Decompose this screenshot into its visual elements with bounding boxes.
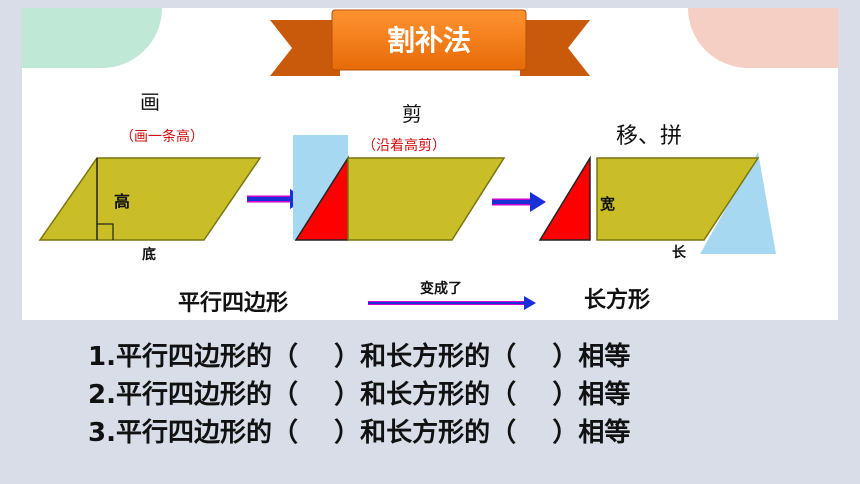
moved-triangle xyxy=(538,155,591,241)
arrow-2 xyxy=(492,192,546,212)
title-banner: 割补法 xyxy=(270,9,590,76)
step-move-title: 移、拼 xyxy=(616,124,683,149)
step-cut-title: 剪 xyxy=(402,102,422,126)
banner-ribbon-left xyxy=(270,20,340,76)
step-cut-note: （沿着高剪） xyxy=(362,138,446,154)
parallelogram-moved xyxy=(538,152,776,254)
question-3: 3.平行四边形的（ ）和长方形的（ ）相等 xyxy=(88,418,631,448)
moved-highlight xyxy=(700,152,776,254)
banner-ribbon-right xyxy=(520,20,590,76)
parallelogram-cut xyxy=(293,135,506,241)
banner-title: 割补法 xyxy=(387,24,471,57)
conversion-from: 平行四边形 xyxy=(178,290,289,316)
width-label: 宽 xyxy=(600,195,616,213)
height-label: 高 xyxy=(114,192,131,211)
base-label: 底 xyxy=(142,247,156,263)
conversion-to: 长方形 xyxy=(584,287,651,313)
step-draw-note: （画一条高） xyxy=(120,129,204,145)
length-label: 长 xyxy=(672,245,686,261)
parallelogram-shape xyxy=(38,157,262,241)
question-1: 1.平行四边形的（ ）和长方形的（ ）相等 xyxy=(88,342,631,372)
right-angle-mark xyxy=(97,223,114,240)
step-draw-title: 画 xyxy=(140,90,160,114)
question-list: 1.平行四边形的（ ）和长方形的（ ）相等 2.平行四边形的（ ）和长方形的（ … xyxy=(88,338,630,452)
moved-body xyxy=(596,157,760,241)
parallelogram-with-height xyxy=(38,157,262,241)
cut-remaining-part xyxy=(347,157,506,241)
question-2: 2.平行四边形的（ ）和长方形的（ ）相等 xyxy=(88,380,631,410)
banner-body xyxy=(331,9,527,71)
conversion-verb: 变成了 xyxy=(420,281,462,297)
conversion-arrow xyxy=(368,296,536,310)
